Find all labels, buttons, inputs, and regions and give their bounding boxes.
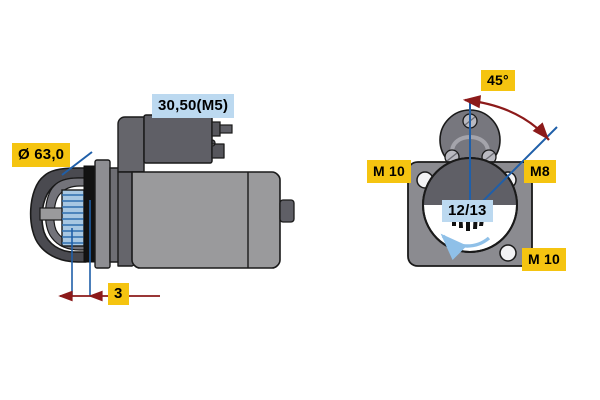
pinion-gear — [61, 189, 85, 247]
drive-end-flange — [94, 159, 111, 269]
pinion-shaft — [39, 207, 65, 221]
front-view-group — [407, 95, 558, 267]
label-diameter: Ø 63,0 — [12, 143, 71, 167]
label-angle: 45° — [481, 70, 515, 91]
solenoid-riser — [117, 116, 145, 173]
solenoid-body — [143, 114, 213, 164]
diameter-leader-line — [61, 151, 93, 176]
angled-reference-line — [469, 126, 558, 215]
terminal-stud-50 — [211, 139, 225, 159]
label-mounting-thread-left: M 10 — [367, 160, 411, 183]
motor-yoke — [131, 171, 281, 269]
rotation-direction-arrow — [440, 233, 491, 261]
label-offset-dimension: 3 — [108, 283, 129, 305]
label-mounting-thread-bottom: M 10 — [522, 248, 566, 271]
terminal-nut-30 — [219, 124, 233, 134]
bolt-hole-bottom-right — [499, 244, 517, 262]
end-cap-tab — [279, 199, 295, 223]
terminal-stud-30 — [211, 121, 221, 137]
label-pinion-teeth: 12/13 — [442, 200, 493, 222]
side-view-group — [29, 114, 295, 302]
label-terminals: 30,50(M5) — [152, 94, 235, 118]
label-terminal-thread: M8 — [524, 160, 556, 183]
angle-arc — [462, 95, 550, 141]
